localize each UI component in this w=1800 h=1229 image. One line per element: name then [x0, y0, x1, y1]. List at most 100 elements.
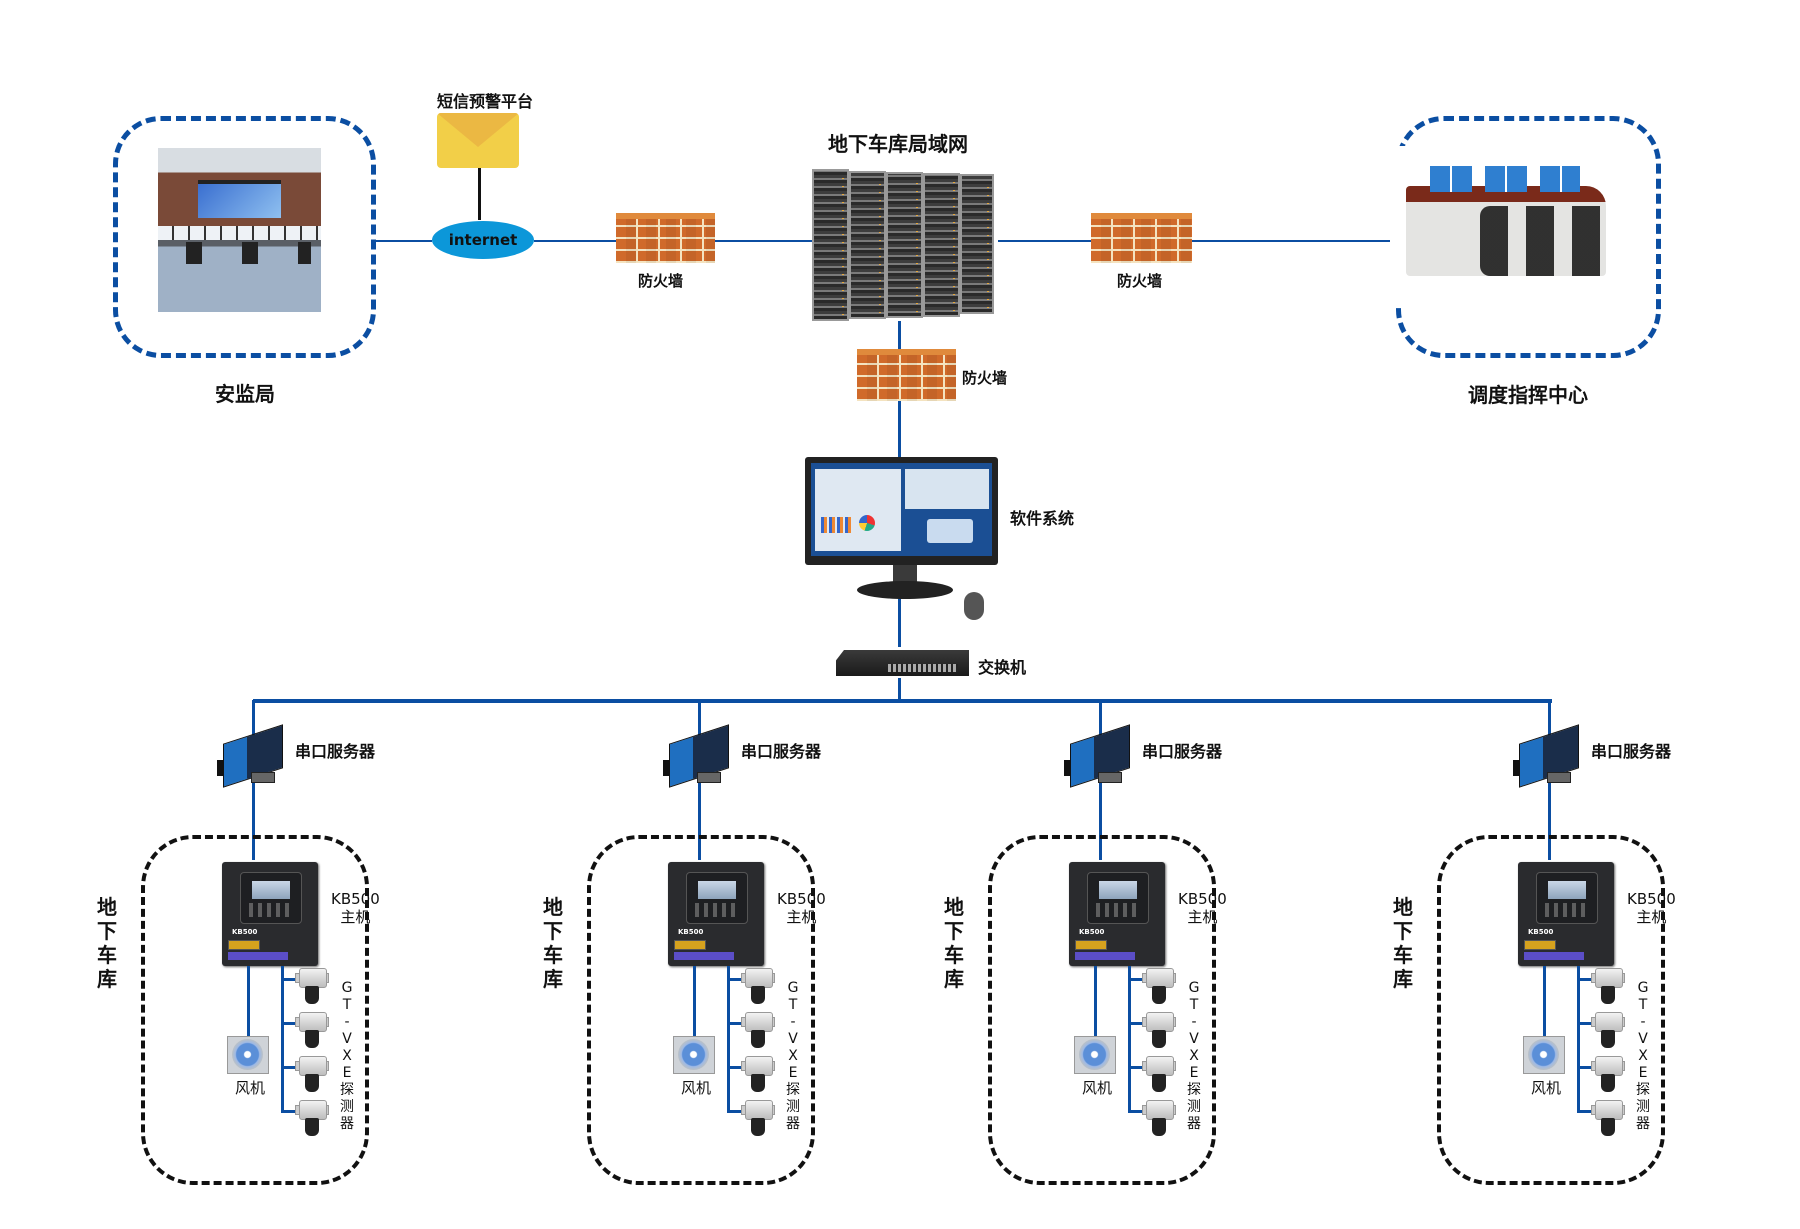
gas-detector-icon[interactable]: [295, 1012, 329, 1048]
detector-label-char: X: [788, 1048, 798, 1064]
gas-detector-icon[interactable]: [1142, 1012, 1176, 1048]
kb500-host-icon[interactable]: KB500: [222, 862, 318, 966]
detector-branch: [727, 978, 743, 981]
host-model-text: KB500: [1528, 928, 1554, 936]
rack-unit: [960, 174, 994, 314]
gas-detector-icon[interactable]: [1591, 1100, 1625, 1136]
safety-bureau-frame: [113, 116, 376, 358]
brick-wall-icon[interactable]: [616, 213, 715, 263]
fan-icon[interactable]: [1523, 1036, 1565, 1074]
detector-label-char: 探: [340, 1082, 354, 1098]
control-room-photo: [158, 148, 321, 312]
detector-label-char: G: [1188, 980, 1200, 996]
serial-server-label: 串口服务器: [741, 742, 822, 761]
gas-detector-icon[interactable]: [1142, 968, 1176, 1004]
detector-label-char: G: [787, 980, 799, 996]
gas-detector-icon[interactable]: [1142, 1056, 1176, 1092]
detector-branch: [727, 1066, 743, 1069]
rack-unit: [886, 172, 923, 318]
gas-detector-icon[interactable]: [741, 1012, 775, 1048]
detector-label-char: X: [342, 1048, 352, 1064]
detector-label-char: -: [1640, 1014, 1646, 1030]
gas-detector-icon[interactable]: [295, 1056, 329, 1092]
lan-title: 地下车库局域网: [828, 132, 968, 156]
detector-label-char: -: [790, 1014, 796, 1030]
detector-label-char: 测: [340, 1099, 354, 1115]
detector-branch: [1577, 1110, 1593, 1113]
detector-label-char: 器: [786, 1116, 800, 1132]
detector-branch: [1128, 1066, 1144, 1069]
gas-detector-icon[interactable]: [1142, 1100, 1176, 1136]
firewall-left-label: 防火墙: [638, 272, 684, 290]
detector-label-char: G: [341, 980, 353, 996]
garage-frame: [1437, 835, 1665, 1185]
rack-unit: [849, 171, 886, 319]
detector-label-char: E: [1189, 1065, 1199, 1081]
gas-detector-icon[interactable]: [741, 1056, 775, 1092]
server-rack-icon[interactable]: [812, 169, 998, 321]
serial-server-icon[interactable]: [1513, 724, 1583, 788]
kb500-host-icon[interactable]: KB500: [1069, 862, 1165, 966]
detector-label-char: 器: [1187, 1116, 1201, 1132]
fan-icon[interactable]: [227, 1036, 269, 1074]
serial-server-icon[interactable]: [217, 724, 287, 788]
gas-detector-icon[interactable]: [1591, 1012, 1625, 1048]
kb500-host-icon[interactable]: KB500: [1518, 862, 1614, 966]
detector-label-char: 探: [1636, 1082, 1650, 1098]
serial-server-icon[interactable]: [663, 724, 733, 788]
detector-branch: [1577, 1022, 1593, 1025]
kb500-host-icon[interactable]: KB500: [668, 862, 764, 966]
detector-label-char: G: [1637, 980, 1649, 996]
host-label: KB500 主机: [777, 890, 826, 926]
brick-wall-icon[interactable]: [857, 349, 956, 401]
gas-detector-icon[interactable]: [741, 968, 775, 1004]
fan-label: 风机: [235, 1079, 266, 1097]
software-screen: [811, 463, 992, 556]
detector-branch: [1128, 978, 1144, 981]
fan-icon[interactable]: [1074, 1036, 1116, 1074]
detector-branch: [1128, 1110, 1144, 1113]
software-label: 软件系统: [1010, 509, 1075, 528]
internet-label: internet: [448, 231, 518, 249]
console-monitors: [1430, 166, 1580, 192]
chairs: [168, 242, 311, 264]
serial-server-label: 串口服务器: [295, 742, 376, 761]
gas-detector-icon[interactable]: [295, 1100, 329, 1136]
firewall-right-label: 防火墙: [1117, 272, 1163, 290]
host-model-text: KB500: [232, 928, 258, 936]
link-software-switch: [898, 570, 901, 647]
fan-icon[interactable]: [673, 1036, 715, 1074]
garage-area-label: 地下车库: [97, 895, 117, 991]
detector-label-char: T: [788, 997, 798, 1013]
link-sms-internet: [478, 168, 481, 220]
gas-detector-icon[interactable]: [1591, 968, 1625, 1004]
gas-detector-icon[interactable]: [1591, 1056, 1625, 1092]
garage-frame: [988, 835, 1216, 1185]
host-label: KB500 主机: [1178, 890, 1227, 926]
fan-label: 风机: [1082, 1079, 1113, 1097]
gas-detector-icon[interactable]: [741, 1100, 775, 1136]
detector-label-char: V: [788, 1031, 798, 1047]
link-internet-firewall-left: [534, 240, 616, 242]
internet-node[interactable]: internet: [432, 221, 534, 259]
network-switch-icon[interactable]: [836, 650, 969, 676]
host-label: KB500 主机: [331, 890, 380, 926]
gas-detector-icon[interactable]: [295, 968, 329, 1004]
serial-server-label: 串口服务器: [1142, 742, 1223, 761]
garage-frame: [141, 835, 369, 1185]
detector-label-char: X: [1638, 1048, 1648, 1064]
field-bus: [253, 699, 1552, 703]
host-label: KB500 主机: [1627, 890, 1676, 926]
brick-wall-icon[interactable]: [1091, 213, 1192, 263]
detector-branch: [281, 978, 297, 981]
monitor-icon[interactable]: [805, 457, 998, 602]
serial-server-icon[interactable]: [1064, 724, 1134, 788]
detector-label-char: E: [788, 1065, 798, 1081]
envelope-icon[interactable]: [437, 113, 519, 168]
desk-row: [158, 226, 321, 240]
fan-label: 风机: [681, 1079, 712, 1097]
dispatch-center-label: 调度指挥中心: [1468, 383, 1588, 407]
